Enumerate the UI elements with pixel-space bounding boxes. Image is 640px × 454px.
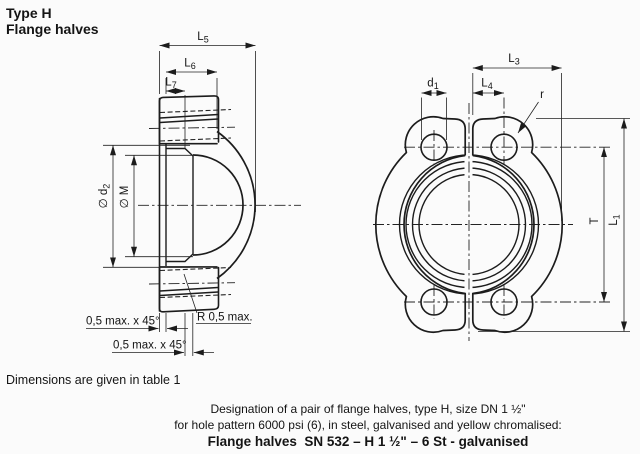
dim-T: T <box>589 147 607 302</box>
dim-label-m: ∅ M <box>119 186 131 209</box>
bottom-lug-hole-centerline <box>148 282 236 285</box>
dim-M: ∅ M <box>119 154 193 258</box>
callout-radius: R 0,5 max. <box>183 273 253 324</box>
callout-r: r <box>517 89 544 134</box>
dim-label-t: T <box>589 217 601 224</box>
dim-label-d1: d1 <box>427 78 438 92</box>
dim-label-l3: L3 <box>508 53 519 67</box>
side-top-lug <box>148 95 236 145</box>
radius-note-label: R 0,5 max. <box>197 312 253 324</box>
front-view: L3 d1 L4 r T L1 <box>373 53 630 341</box>
dim-L7: L7 <box>165 77 185 94</box>
dim-d1: d1 <box>421 78 447 140</box>
chamfer-face-label: 0,5 max. x 45° <box>113 340 187 352</box>
dim-L5: L5 <box>159 31 256 212</box>
dim-label-d2: ∅ d2 <box>98 184 112 209</box>
dim-label-l5: L5 <box>197 31 208 45</box>
flange-half-left <box>374 115 467 334</box>
designation-line2: for hole pattern 6000 psi (6), in steel,… <box>174 417 562 432</box>
dim-d2: ∅ d2 <box>98 144 190 268</box>
page-title-line2: Flange halves <box>6 21 99 37</box>
dim-label-r: r <box>540 89 544 101</box>
designation-line3: Flange halves SN 532 – H 1 ½" – 6 St - g… <box>207 434 529 449</box>
dim-label-l7: L7 <box>165 77 176 91</box>
dim-label-l4: L4 <box>481 78 492 92</box>
side-body <box>158 95 256 312</box>
callout-chamfer-face: 0,5 max. x 45° <box>112 313 214 356</box>
dim-L6: L6 <box>165 58 218 129</box>
side-bottom-lug <box>148 266 236 313</box>
designation-block: Designation of a pair of flange halves, … <box>100 402 636 450</box>
bolt-holes <box>420 133 518 316</box>
page-title-line1: Type H <box>6 5 52 21</box>
callout-chamfer-back: 0,5 max. x 45° <box>86 313 188 332</box>
chamfer-back-label: 0,5 max. x 45° <box>86 316 160 328</box>
inner-hub-arc <box>192 154 244 256</box>
top-lug-hole-centerline <box>148 126 236 129</box>
dim-L4: L4 <box>472 78 504 96</box>
dimensions-note: Dimensions are given in table 1 <box>6 373 181 387</box>
flange-half-right <box>471 115 564 334</box>
side-view: L5 L6 L7 ∅ d2 ∅ M 0,5 ma <box>86 31 301 356</box>
outer-hub-arc <box>216 130 256 280</box>
dim-label-l6: L6 <box>184 58 195 72</box>
dim-label-l1: L1 <box>608 214 622 225</box>
dim-L1: L1 <box>478 118 630 332</box>
designation-line1: Designation of a pair of flange halves, … <box>210 402 526 416</box>
